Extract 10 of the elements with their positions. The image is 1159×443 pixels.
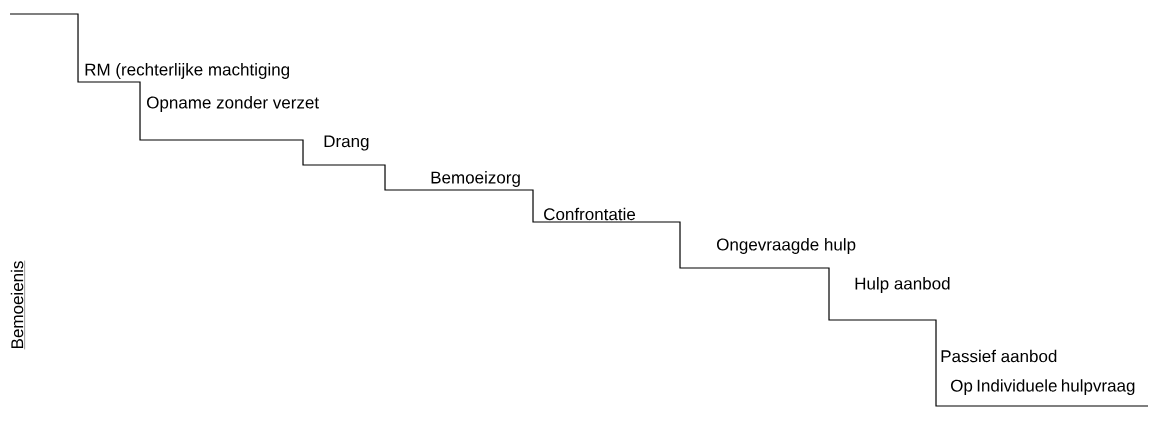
step-label: RM (rechterlijke machtiging: [85, 63, 289, 79]
step-label: Hulp aanbod: [855, 277, 950, 293]
step-label: Confrontatie: [544, 207, 636, 221]
step-label: Bemoeizorg: [431, 171, 520, 187]
step-label: Drang: [324, 135, 369, 151]
axis-label: Bemoeienis: [10, 260, 25, 350]
step-label: Passief aanbod: [941, 349, 1057, 363]
step-label: Ongevraagde hulp: [717, 238, 856, 254]
step-label: Op Individuele hulpvraag: [951, 379, 1135, 396]
step-label: Opname zonder verzet: [147, 96, 319, 112]
